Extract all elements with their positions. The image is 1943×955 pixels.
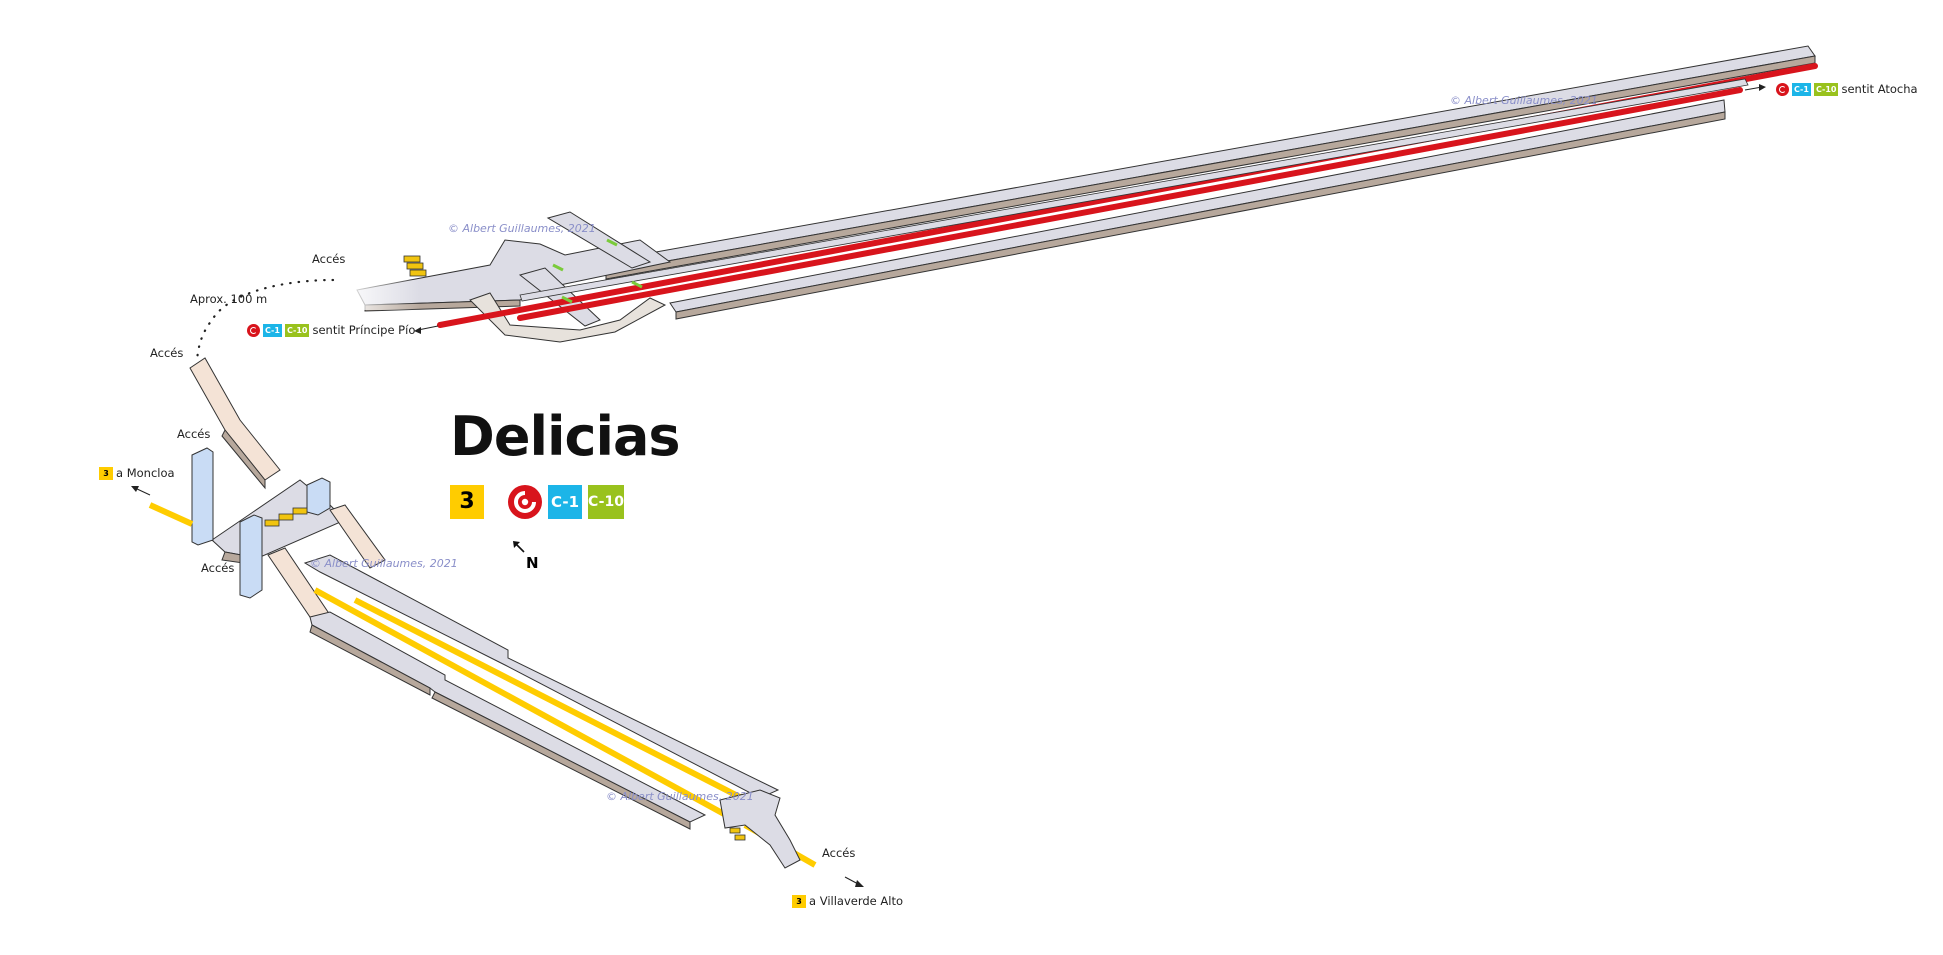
metro-track-2	[313, 587, 737, 823]
elevator-1	[191, 447, 214, 546]
line-badge-m3: 3	[99, 467, 113, 480]
legend-c10-badge: C-10	[588, 485, 624, 519]
direction-text: sentit Atocha	[1841, 82, 1918, 96]
cercanias-platform-near-side	[675, 111, 1726, 320]
cercanias-platform-far	[599, 45, 1816, 273]
cercanias-bridge-1	[546, 211, 652, 269]
walking-route	[195, 278, 335, 362]
direction-text: a Villaverde Alto	[809, 894, 903, 908]
watermark: © Albert Guillaumes, 2021	[1450, 94, 1598, 107]
metro-platform-far	[303, 554, 780, 799]
line-badge-c1: C-1	[1792, 83, 1811, 96]
cercanias-logo-icon	[508, 485, 542, 519]
cercanias-track-2	[517, 87, 1743, 321]
metro-stairs-2	[329, 504, 386, 569]
line-badge-c1: C-1	[263, 324, 282, 337]
cercanias-escalator-icon	[403, 255, 427, 277]
watermark: © Albert Guillaumes, 2021	[606, 790, 754, 803]
legend-c1-badge: C-1	[548, 485, 582, 519]
access-label: Accés	[150, 346, 184, 360]
metro-track-3	[353, 597, 777, 818]
distance-note: Aprox. 100 m	[190, 292, 268, 306]
line-badge-m3: 3	[792, 895, 806, 908]
legend-metro-badge: 3	[450, 485, 484, 519]
line-badge-c10: C-10	[1813, 83, 1839, 96]
cercanias-logo-icon	[1776, 83, 1789, 96]
elevator-3	[306, 477, 331, 516]
cercanias-logo-icon	[247, 324, 260, 337]
direction-text: a Moncloa	[116, 466, 175, 480]
metro-level	[131, 357, 864, 887]
access-label: Accés	[312, 252, 346, 266]
watermark: © Albert Guillaumes, 2021	[310, 557, 458, 570]
elevator-2	[239, 514, 263, 599]
station-title: Delicias	[450, 405, 681, 468]
access-label: Accés	[177, 427, 211, 441]
cercanias-level	[195, 45, 1818, 362]
watermark: © Albert Guillaumes, 2021	[448, 222, 596, 235]
cercanias-platform-near	[669, 99, 1726, 313]
direction-text: sentit Príncipe Pío	[312, 323, 416, 337]
access-label: Accés	[822, 846, 856, 860]
metro-south-vestibule	[719, 789, 801, 869]
north-label: N	[526, 554, 539, 572]
north-arrow-icon	[513, 541, 525, 553]
cercanias-platform-island	[519, 78, 1749, 302]
metro-track-1	[148, 502, 194, 527]
cercanias-platform-far-side	[605, 55, 1816, 280]
line-badge-c10: C-10	[284, 324, 310, 337]
metro-escalator-icon	[264, 507, 746, 841]
access-label: Accés	[201, 561, 235, 575]
